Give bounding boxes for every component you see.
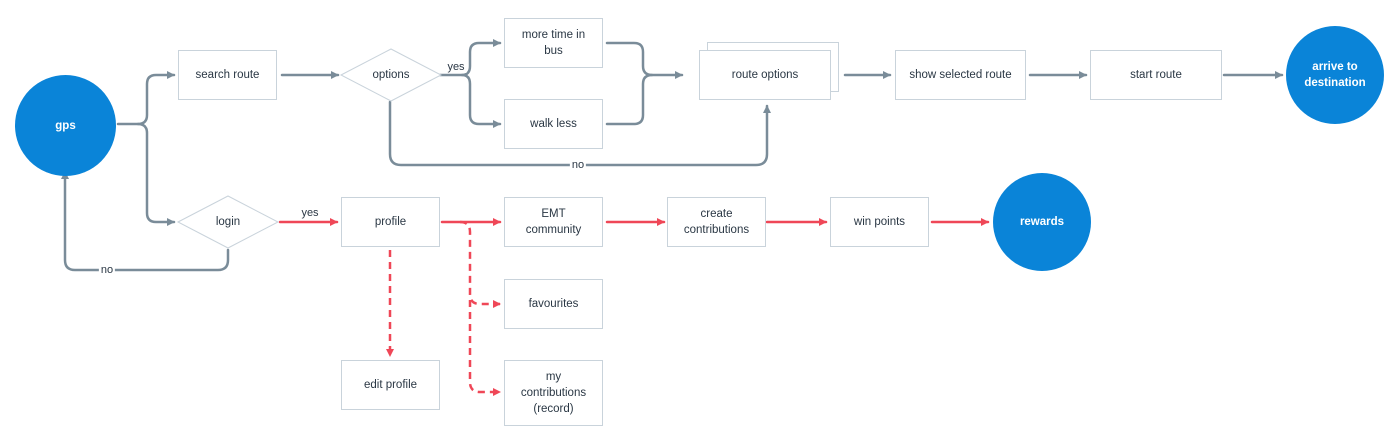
gps-node: gps <box>15 75 116 176</box>
walk-less-label: walk less <box>530 118 577 130</box>
options-yes-label: yes <box>445 61 467 73</box>
win-points-box: win points <box>830 197 929 247</box>
edge-login-no <box>61 170 230 272</box>
rewards-label: rewards <box>1019 216 1065 228</box>
edge-profile-my-contributions <box>468 300 501 396</box>
edge-gps-search-route <box>116 71 176 126</box>
edit-profile-box: edit profile <box>341 360 440 410</box>
emt-community-box: EMT community <box>504 197 603 247</box>
favourites-label: favourites <box>528 298 579 310</box>
edge-walk-less-route-options <box>605 73 654 126</box>
edit-profile-label: edit profile <box>363 379 418 391</box>
login-diamond <box>176 195 280 249</box>
edge-gps-login <box>136 122 176 226</box>
arrive-to-destination-node: arrive to destination <box>1286 26 1384 124</box>
route-options-label: route options <box>731 69 799 81</box>
rewards-node: rewards <box>993 173 1091 271</box>
login-no-label: no <box>98 264 116 276</box>
win-points-label: win points <box>853 216 906 228</box>
start-route-box: start route <box>1090 50 1222 100</box>
create-contributions-label: create contributions <box>683 208 750 236</box>
search-route-box: search route <box>178 50 277 100</box>
edge-more-time-route-options <box>605 41 684 79</box>
show-selected-route-box: show selected route <box>895 50 1026 100</box>
my-contributions-box: my contributions (record) <box>504 360 603 426</box>
arrive-to-destination-label: arrive to destination <box>1304 61 1366 89</box>
route-options-box: route options <box>699 50 831 100</box>
login-label: login <box>215 216 241 228</box>
more-time-in-bus-label: more time in bus <box>521 29 586 57</box>
gps-label: gps <box>55 119 76 132</box>
create-contributions-box: create contributions <box>667 197 766 247</box>
start-route-label: start route <box>1130 69 1182 81</box>
edge-profile-favourites <box>459 220 501 308</box>
edge-options-walk-less <box>460 73 502 128</box>
walk-less-box: walk less <box>504 99 603 149</box>
favourites-box: favourites <box>504 279 603 329</box>
profile-box: profile <box>341 197 440 247</box>
show-selected-route-label: show selected route <box>909 69 1012 81</box>
login-yes-label: yes <box>299 207 321 219</box>
profile-label: profile <box>374 216 407 228</box>
more-time-in-bus-box: more time in bus <box>504 18 603 68</box>
emt-community-label: EMT community <box>525 208 582 236</box>
options-diamond <box>339 48 443 102</box>
options-no-label: no <box>569 159 587 171</box>
my-contributions-label: my contributions (record) <box>520 371 587 415</box>
options-label: options <box>372 69 410 81</box>
search-route-label: search route <box>195 69 260 81</box>
